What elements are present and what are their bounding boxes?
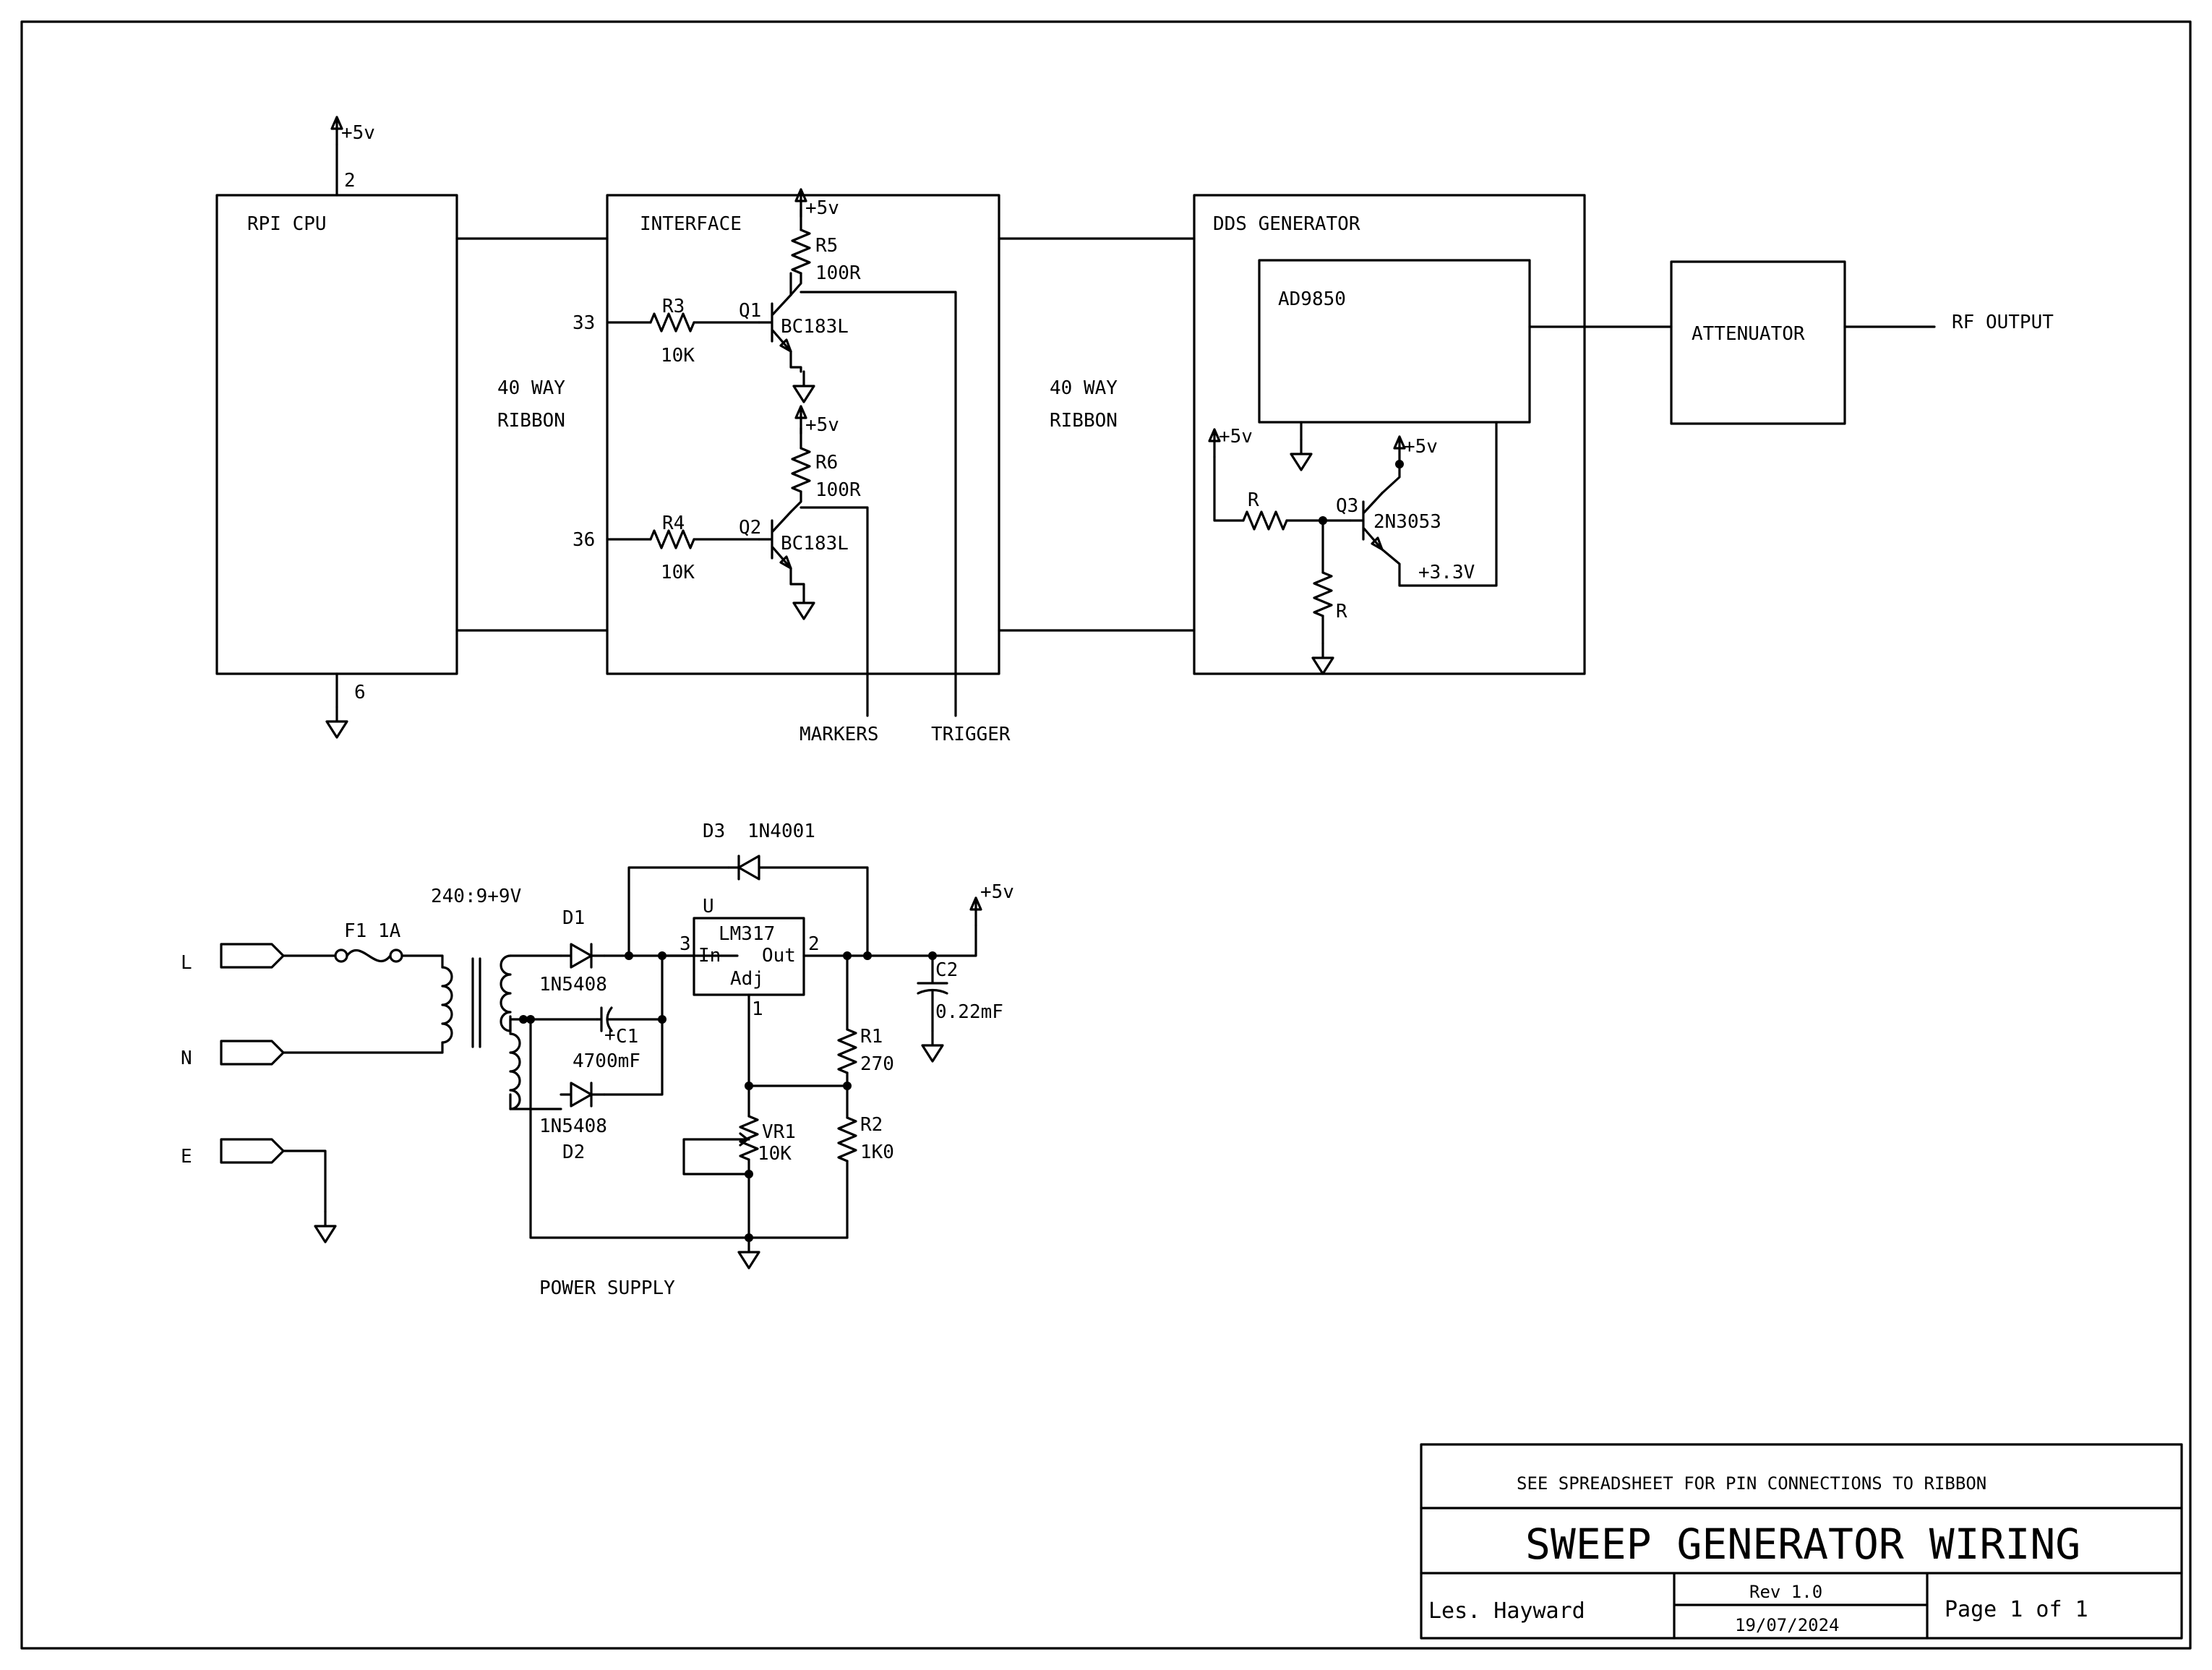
- r2-label: R2: [860, 1114, 883, 1136]
- d3-type: 1N4001: [747, 821, 815, 842]
- q3-type: 2N3053: [1373, 511, 1441, 533]
- c2-value: 0.22mF: [935, 1001, 1003, 1023]
- ribbon-label: RIBBON: [497, 410, 565, 432]
- c1-value: 4700mF: [573, 1050, 640, 1072]
- supply-label: +5v: [341, 122, 375, 144]
- ribbon-left: 40 WAY RIBBON: [455, 237, 609, 632]
- date: 19/07/2024: [1735, 1615, 1840, 1635]
- d2-label: D2: [562, 1142, 585, 1163]
- r2-value: 1K0: [860, 1142, 894, 1163]
- pin-label: 36: [573, 529, 595, 551]
- supply-label: +3.3V: [1418, 562, 1475, 583]
- r1-value: 270: [860, 1053, 894, 1075]
- svg-text:+: +: [604, 1024, 616, 1046]
- pin-label: 2: [344, 170, 356, 192]
- revision: Rev 1.0: [1749, 1582, 1822, 1602]
- supply-label: +5v: [805, 197, 839, 219]
- r6-value: 100R: [815, 479, 861, 501]
- d1-type: 1N5408: [539, 974, 607, 995]
- r6-label: R6: [815, 452, 838, 474]
- q3-label: Q3: [1336, 495, 1358, 517]
- power-supply-title: POWER SUPPLY: [539, 1277, 675, 1299]
- sheet-border: [20, 20, 2192, 1650]
- reg-type: LM317: [719, 923, 775, 945]
- power-supply: L N E F1 1A 240:9+9V D1 1N54: [181, 821, 1014, 1299]
- q1-label: Q1: [739, 300, 761, 322]
- l-label: L: [181, 952, 192, 974]
- ribbon-label: 40 WAY: [1050, 377, 1118, 399]
- rpi-cpu-block: RPI CPU +5v 2 6: [215, 116, 458, 739]
- interface-label: INTERFACE: [640, 213, 742, 235]
- attenuator-label: ATTENUATOR: [1692, 323, 1805, 345]
- r5-value: 100R: [815, 262, 861, 284]
- page-number: Page 1 of 1: [1945, 1597, 2088, 1622]
- rf-output-label: RF OUTPUT: [1952, 312, 2054, 333]
- pin-label: 2: [808, 933, 820, 955]
- d2-type: 1N5408: [539, 1116, 607, 1137]
- r1-label: R1: [860, 1026, 883, 1048]
- ad9850-label: AD9850: [1278, 288, 1346, 310]
- r4-label: R4: [662, 513, 685, 534]
- c1-label: C1: [616, 1026, 638, 1048]
- ribbon-right: 40 WAY RIBBON: [998, 237, 1196, 632]
- vr1-value: 10K: [758, 1143, 792, 1165]
- q2-type: BC183L: [781, 533, 849, 554]
- reg-in: In: [698, 945, 721, 967]
- dds-label: DDS GENERATOR: [1213, 213, 1360, 235]
- ribbon-label: 40 WAY: [497, 377, 565, 399]
- rpi-cpu-label: RPI CPU: [247, 213, 327, 235]
- vr1-label: VR1: [762, 1121, 796, 1143]
- supply-label: +5v: [980, 881, 1014, 903]
- reg-ref: U: [703, 896, 714, 917]
- r3-label: R3: [662, 296, 685, 317]
- reg-out: Out: [762, 945, 796, 967]
- r4-value: 10K: [661, 562, 695, 583]
- interface-block: INTERFACE 33 R3 10K Q1 BC183L +5v R5 100…: [573, 188, 1011, 745]
- q2-label: Q2: [739, 517, 761, 539]
- transformer-label: 240:9+9V: [431, 886, 521, 907]
- pin-label: 1: [752, 998, 763, 1020]
- r-bias-label: R: [1248, 489, 1259, 511]
- c2-label: C2: [935, 959, 958, 981]
- supply-label: +5v: [805, 414, 839, 436]
- markers-label: MARKERS: [800, 724, 879, 745]
- trigger-label: TRIGGER: [931, 724, 1011, 745]
- q1-type: BC183L: [781, 316, 849, 338]
- d1-label: D1: [562, 907, 585, 929]
- r5-label: R5: [815, 235, 838, 257]
- e-label: E: [181, 1146, 192, 1168]
- supply-label: +5v: [1219, 426, 1253, 448]
- ad9850-chip: [1258, 259, 1531, 424]
- dds-generator-block: DDS GENERATOR AD9850 +5v R R Q3 2N3053 +…: [1193, 194, 1586, 675]
- pin-label: 33: [573, 312, 595, 334]
- ribbon-label: RIBBON: [1050, 410, 1118, 432]
- d3-label: D3: [703, 821, 725, 842]
- title-block: SEE SPREADSHEET FOR PIN CONNECTIONS TO R…: [1420, 1443, 2183, 1640]
- attenuator-block: ATTENUATOR RF OUTPUT: [1528, 260, 2054, 425]
- reg-adj: Adj: [730, 968, 764, 990]
- pin-label: 6: [354, 682, 366, 703]
- supply-label: +5v: [1404, 436, 1438, 458]
- pin-label: 3: [680, 933, 691, 955]
- fuse-label: F1 1A: [344, 920, 401, 942]
- n-label: N: [181, 1048, 192, 1069]
- drawing-title: SWEEP GENERATOR WIRING: [1525, 1520, 2080, 1569]
- r-pull-label: R: [1336, 601, 1347, 622]
- author: Les. Hayward: [1428, 1598, 1585, 1624]
- title-note: SEE SPREADSHEET FOR PIN CONNECTIONS TO R…: [1517, 1473, 1986, 1494]
- r3-value: 10K: [661, 345, 695, 367]
